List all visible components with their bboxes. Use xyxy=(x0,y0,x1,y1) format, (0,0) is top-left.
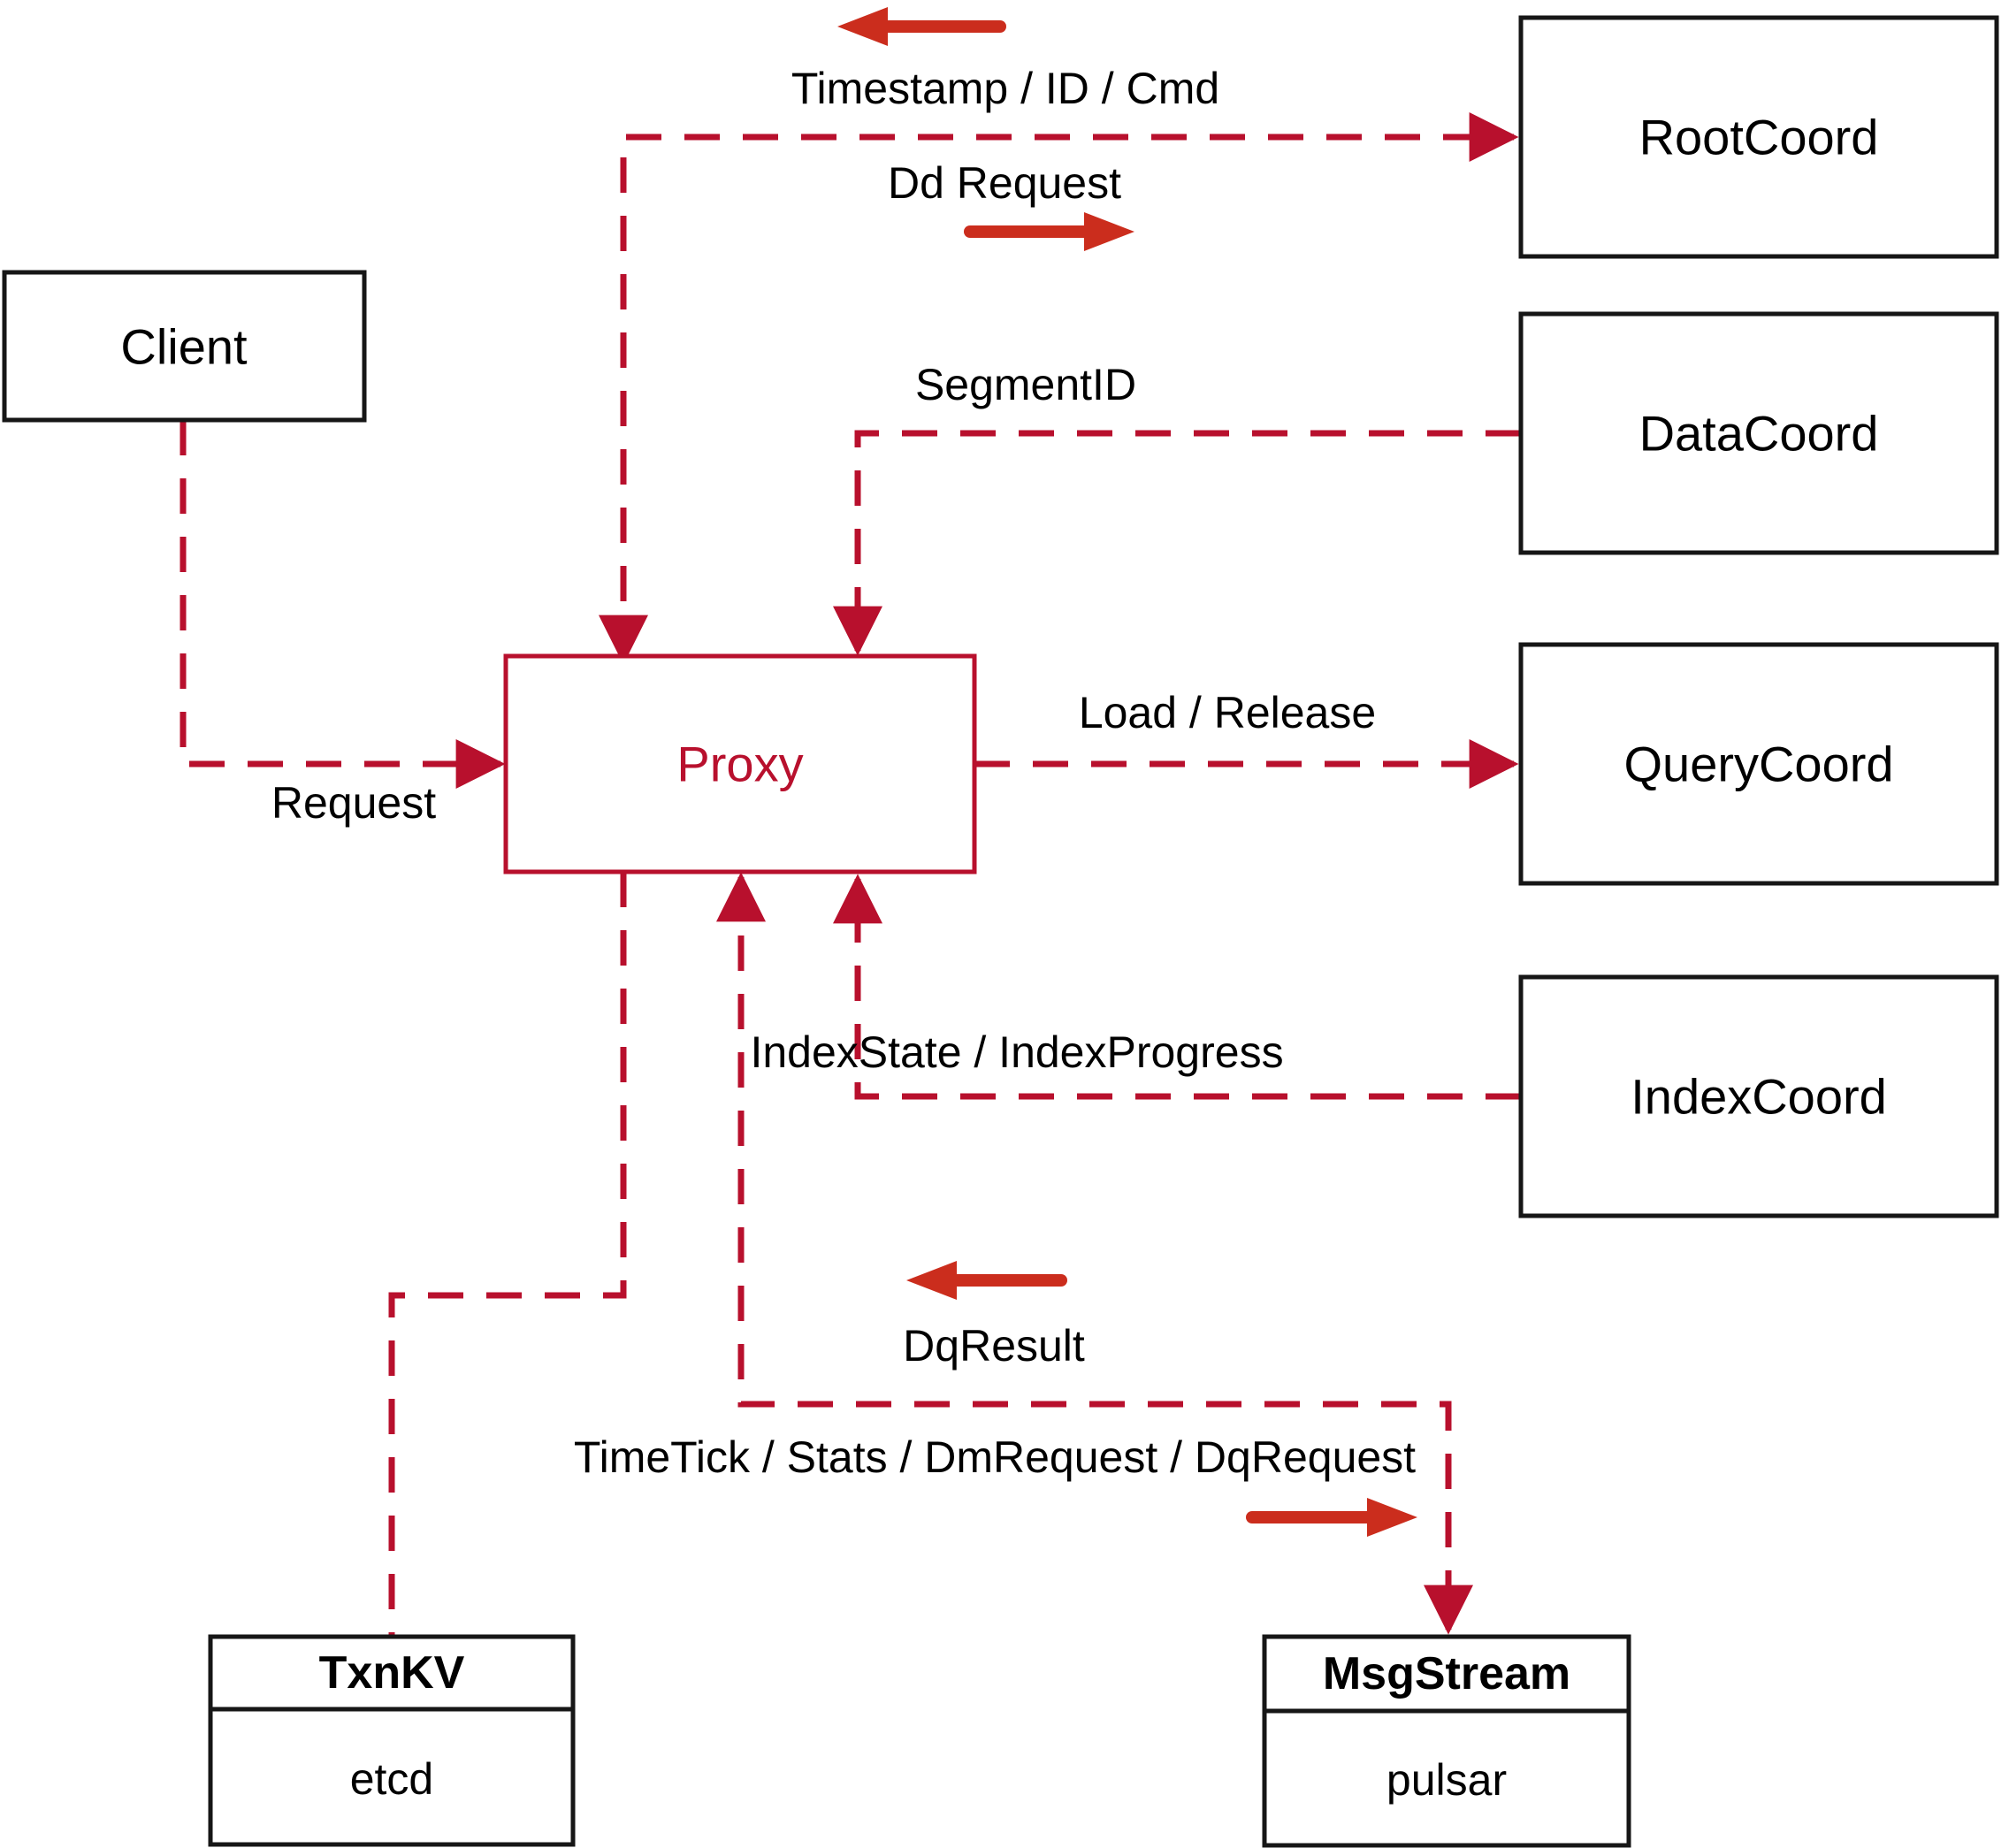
node-indexcoord: IndexCoord xyxy=(1518,974,1999,1218)
datacoord-box xyxy=(1518,311,1999,555)
proxy-label: Proxy xyxy=(676,737,803,792)
node-datacoord: DataCoord xyxy=(1518,311,1999,555)
client-box xyxy=(2,270,367,423)
node-proxy: Proxy xyxy=(503,653,977,874)
label-request: Request xyxy=(271,778,436,828)
node-msgstream: MsgStream pulsar xyxy=(1262,1634,1631,1848)
label-time-tick-stats: TimeTick / Stats / DmRequest / DqRequest xyxy=(574,1432,1416,1482)
edge-datacoord-proxy xyxy=(833,430,1521,656)
txnkv-subtitle: etcd xyxy=(350,1754,434,1804)
label-index-state-progress: IndexState / IndexProgress xyxy=(750,1027,1283,1077)
node-querycoord: QueryCoord xyxy=(1518,642,1999,886)
edge-proxy-txnkv xyxy=(388,872,627,1637)
client-label: Client xyxy=(120,319,248,375)
txnkv-title: TxnKV xyxy=(319,1647,465,1699)
datacoord-label: DataCoord xyxy=(1639,406,1879,462)
indexcoord-box xyxy=(1518,974,1999,1218)
edge-proxy-msgstream xyxy=(716,872,1473,1635)
node-rootcoord: RootCoord xyxy=(1518,15,1999,259)
txnkv-box xyxy=(208,1634,576,1847)
querycoord-label: QueryCoord xyxy=(1623,737,1893,792)
label-segment-id: SegmentID xyxy=(915,360,1136,409)
rootcoord-box xyxy=(1518,15,1999,259)
proxy-box xyxy=(503,653,977,874)
edges xyxy=(180,112,1521,1637)
edge-client-proxy xyxy=(180,420,506,789)
querycoord-box xyxy=(1518,642,1999,886)
msgstream-subtitle: pulsar xyxy=(1386,1755,1507,1805)
arrow-dd-request-right xyxy=(964,212,1134,251)
rootcoord-label: RootCoord xyxy=(1639,110,1879,165)
msgstream-title: MsgStream xyxy=(1323,1648,1570,1699)
node-client: Client xyxy=(2,270,367,423)
arrow-timetick-right xyxy=(1246,1498,1417,1537)
msgstream-box xyxy=(1262,1634,1631,1848)
node-txnkv: TxnKV etcd xyxy=(208,1634,576,1847)
indexcoord-label: IndexCoord xyxy=(1631,1069,1887,1125)
label-load-release: Load / Release xyxy=(1079,688,1376,737)
label-dd-request: Dd Request xyxy=(888,158,1121,208)
arrow-dqresult-left xyxy=(906,1261,1067,1300)
label-dq-result: DqResult xyxy=(903,1321,1085,1371)
arrow-timestamp-left xyxy=(837,7,1006,46)
edge-proxy-rootcoord xyxy=(599,112,1519,665)
edge-labels: Timestamp / ID / Cmd Dd Request SegmentI… xyxy=(271,64,1416,1482)
label-timestamp-id-cmd: Timestamp / ID / Cmd xyxy=(791,64,1219,113)
